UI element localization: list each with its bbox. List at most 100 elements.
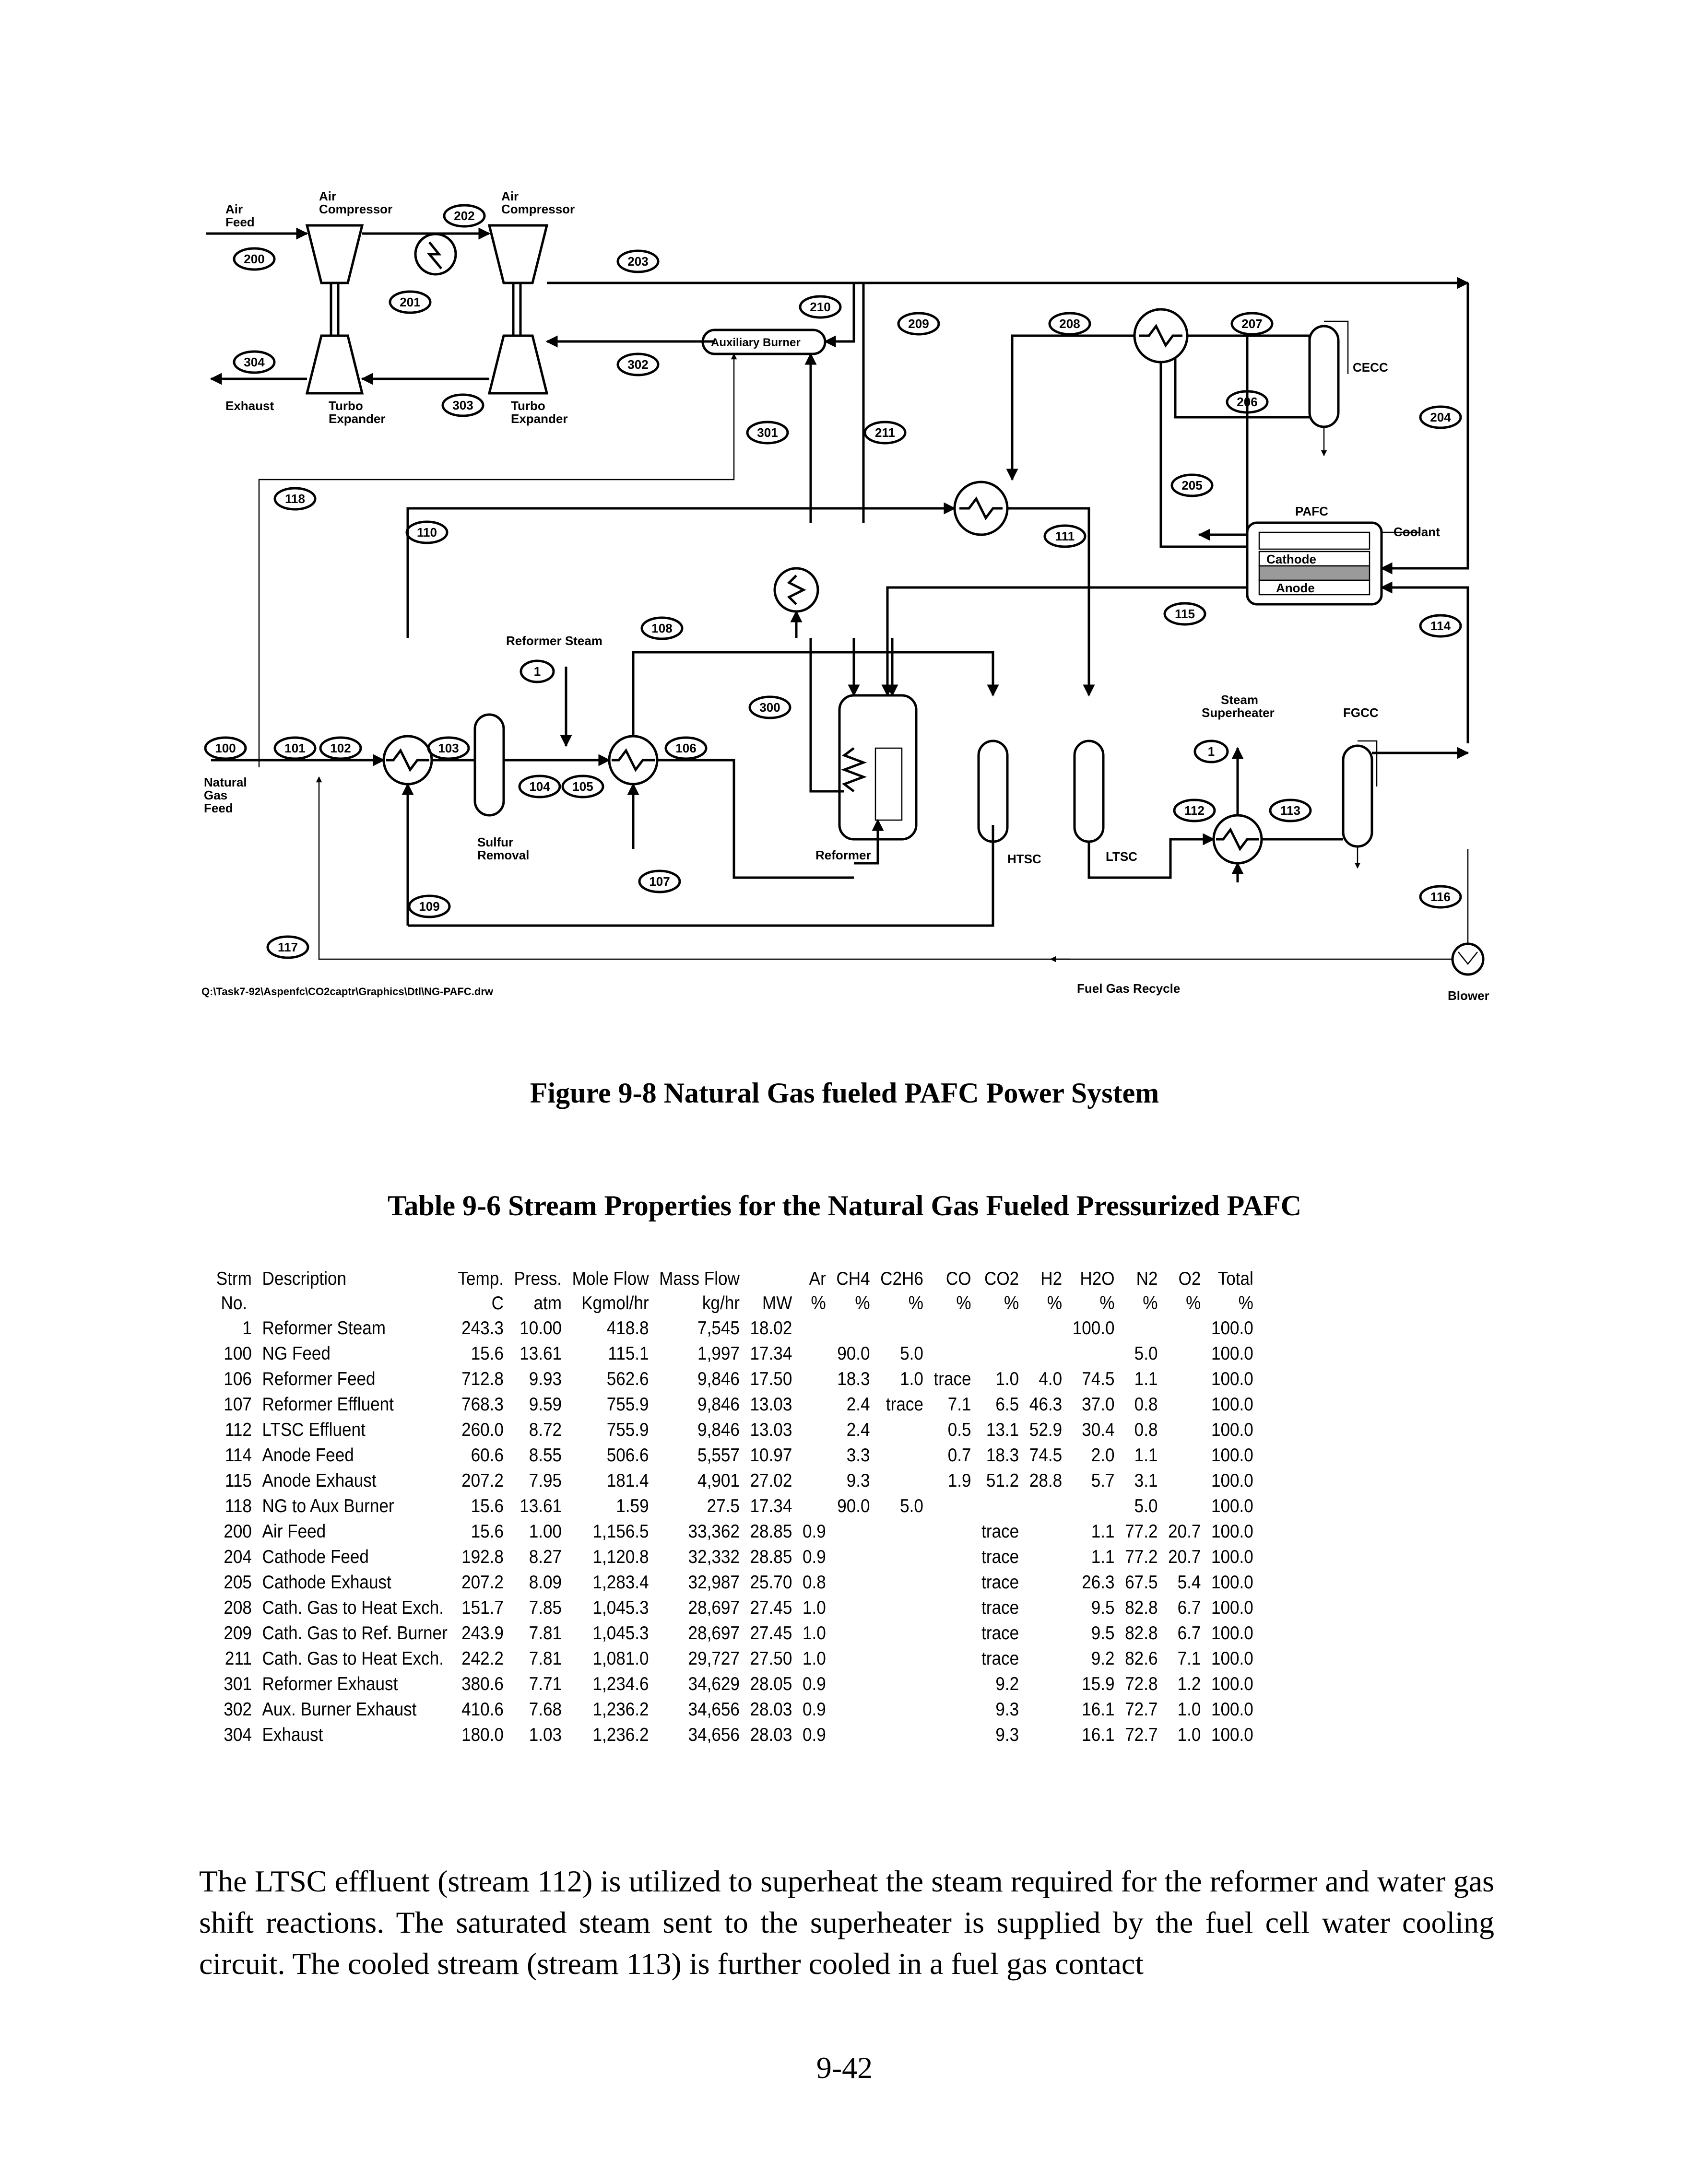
table-cell: 9.59 bbox=[529, 1394, 562, 1415]
tag-ellipse bbox=[1163, 602, 1206, 626]
tag-ellipse bbox=[204, 736, 247, 760]
table-cell: 72.8 bbox=[1125, 1674, 1158, 1694]
body-paragraph: The LTSC effluent (stream 112) is utiliz… bbox=[199, 1864, 1494, 1981]
table-cell bbox=[831, 1646, 875, 1671]
table-caption: Table 9-6 Stream Properties for the Natu… bbox=[387, 1190, 1302, 1221]
table-cell: 100.0 bbox=[1211, 1470, 1253, 1491]
label-air-compressor-2b: Compressor bbox=[501, 202, 575, 216]
tag-201: 201 bbox=[400, 295, 420, 309]
table-cell: 10.00 bbox=[520, 1318, 562, 1339]
tag-114: 114 bbox=[1430, 619, 1451, 633]
table-cell: 151.7 bbox=[461, 1597, 504, 1618]
table-cell bbox=[929, 1493, 977, 1519]
table-header-cell: kg/hr bbox=[702, 1293, 740, 1314]
table-cell: 17.34 bbox=[750, 1496, 792, 1516]
table-cell bbox=[875, 1595, 928, 1620]
stream-210-line bbox=[824, 283, 855, 348]
tag-ellipse bbox=[1173, 798, 1216, 822]
pafc-electrolyte bbox=[1258, 565, 1370, 581]
stream-description-cell: Reformer Steam bbox=[262, 1318, 386, 1339]
table-cell: 9,846 bbox=[697, 1394, 740, 1415]
table-cell: 1.0 bbox=[802, 1648, 826, 1669]
table-cell: 260.0 bbox=[461, 1420, 504, 1440]
table-cell: 32,987 bbox=[688, 1572, 740, 1593]
table-cell bbox=[797, 1315, 831, 1341]
tag-ellipse bbox=[664, 736, 708, 760]
table-cell: 15.6 bbox=[471, 1343, 504, 1364]
table-cell: 9,846 bbox=[697, 1369, 740, 1389]
heat-exchanger-103-coil bbox=[386, 748, 429, 772]
table-cell bbox=[875, 1620, 928, 1646]
table-cell bbox=[1024, 1315, 1067, 1341]
table-cell bbox=[1163, 1417, 1206, 1443]
stream-description-cell: Cath. Gas to Ref. Burner bbox=[262, 1623, 448, 1644]
table-cell: 17.50 bbox=[750, 1369, 792, 1389]
tag-109: 109 bbox=[419, 899, 439, 914]
table-cell: 5.4 bbox=[1177, 1572, 1201, 1593]
stream-tags: 200 202 201 203 304 303 302 210 209 208 … bbox=[204, 204, 1462, 959]
tag-304: 304 bbox=[244, 355, 265, 369]
tag-107: 107 bbox=[649, 874, 670, 889]
table-cell: trace bbox=[981, 1547, 1019, 1567]
table-cell: 100.0 bbox=[1211, 1572, 1253, 1593]
table-cell: 13.61 bbox=[520, 1343, 562, 1364]
table-cell: 7.85 bbox=[529, 1597, 562, 1618]
cecc-vessel bbox=[1308, 325, 1340, 428]
table-cell: 100.0 bbox=[1211, 1394, 1253, 1415]
table-cell: 100.0 bbox=[1211, 1648, 1253, 1669]
tag-200: 200 bbox=[244, 252, 264, 266]
stream-205-link bbox=[1159, 362, 1247, 548]
table-cell: 9.3 bbox=[995, 1699, 1019, 1720]
table-cell bbox=[831, 1595, 875, 1620]
table-cell bbox=[1024, 1570, 1067, 1595]
table-header-cell: Strm bbox=[216, 1268, 252, 1289]
table-cell: 7.81 bbox=[529, 1648, 562, 1669]
table-cell bbox=[875, 1570, 928, 1595]
table-header-cell: % bbox=[1143, 1293, 1158, 1314]
table-cell: 28,697 bbox=[688, 1597, 740, 1618]
table-cell: 18.3 bbox=[986, 1445, 1019, 1466]
table-cell: 27.5 bbox=[707, 1496, 740, 1516]
table-header-cell: Description bbox=[262, 1268, 347, 1289]
table-header-cell: Kgmol/hr bbox=[581, 1293, 649, 1314]
table-cell bbox=[929, 1595, 977, 1620]
table-cell: 67.5 bbox=[1125, 1572, 1158, 1593]
table-cell bbox=[875, 1697, 928, 1722]
table-cell: 33,362 bbox=[688, 1521, 740, 1542]
fgcc-inlet bbox=[1358, 740, 1378, 787]
table-cell bbox=[831, 1519, 875, 1544]
shaft-2 bbox=[512, 283, 522, 336]
table-cell: 5.0 bbox=[1134, 1343, 1158, 1364]
table-cell bbox=[929, 1697, 977, 1722]
table-cell: 100.0 bbox=[1211, 1521, 1253, 1542]
table-cell: 28.03 bbox=[750, 1725, 792, 1745]
pafc-top-plate bbox=[1258, 531, 1370, 550]
label-auxiliary-burner: Auxiliary Burner bbox=[711, 336, 801, 349]
table-header-cell: N2 bbox=[1136, 1268, 1158, 1289]
table-cell: 74.5 bbox=[1082, 1369, 1115, 1389]
shaft-1 bbox=[330, 283, 340, 336]
label-steam-superheater-1: Steam bbox=[1221, 693, 1258, 707]
table-cell: 1.0 bbox=[995, 1369, 1019, 1389]
label-ltsc: LTSC bbox=[1106, 849, 1137, 864]
tag-ellipse bbox=[640, 616, 684, 640]
table-cell: 100.0 bbox=[1211, 1597, 1253, 1618]
label-air-compressor-2: Air bbox=[501, 189, 519, 203]
stream-115-line bbox=[881, 586, 1247, 697]
table-cell: 0.8 bbox=[802, 1572, 826, 1593]
tag-ellipse bbox=[1419, 614, 1462, 638]
table-cell: 7.1 bbox=[947, 1394, 971, 1415]
table-header-cell: Ar bbox=[809, 1268, 826, 1289]
label-anode: Anode bbox=[1276, 581, 1315, 595]
table-cell bbox=[831, 1544, 875, 1570]
table-cell bbox=[1024, 1341, 1067, 1366]
